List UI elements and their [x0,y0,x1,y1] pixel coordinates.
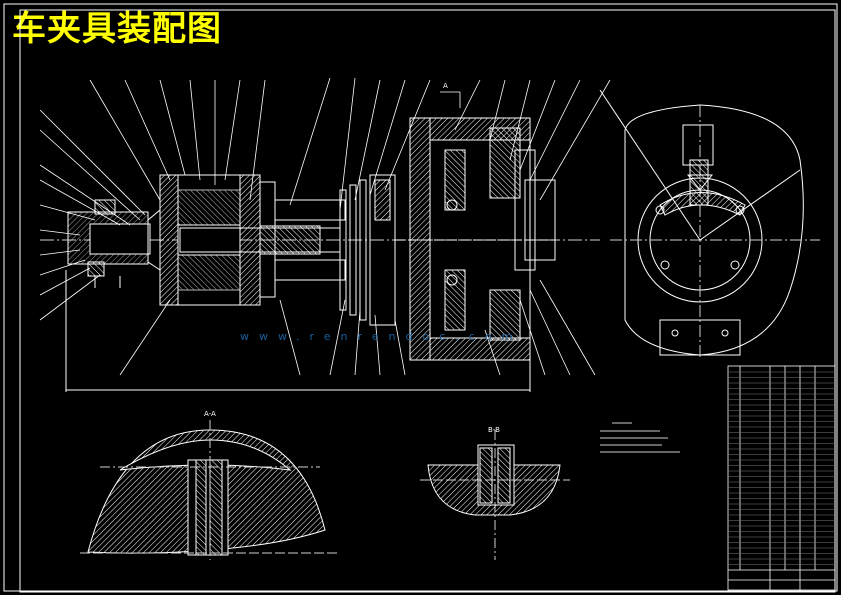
inner-border [19,9,836,593]
outer-border [3,3,838,592]
watermark-text: www.renrendoc.com [240,330,523,343]
section-label: B-B [488,426,500,434]
drawing-title: 车夹具装配图 [12,9,222,49]
parts-list-table [727,365,836,591]
section-label: A-A [204,410,216,418]
parts-list-rows [728,371,835,565]
technical-notes [600,422,680,453]
section-aa-view [80,420,340,560]
part-callout-leaders [39,77,611,376]
main-assembly-view [40,117,600,392]
section-label: A [443,82,448,90]
end-view [599,89,820,360]
section-bb-view [420,430,570,560]
